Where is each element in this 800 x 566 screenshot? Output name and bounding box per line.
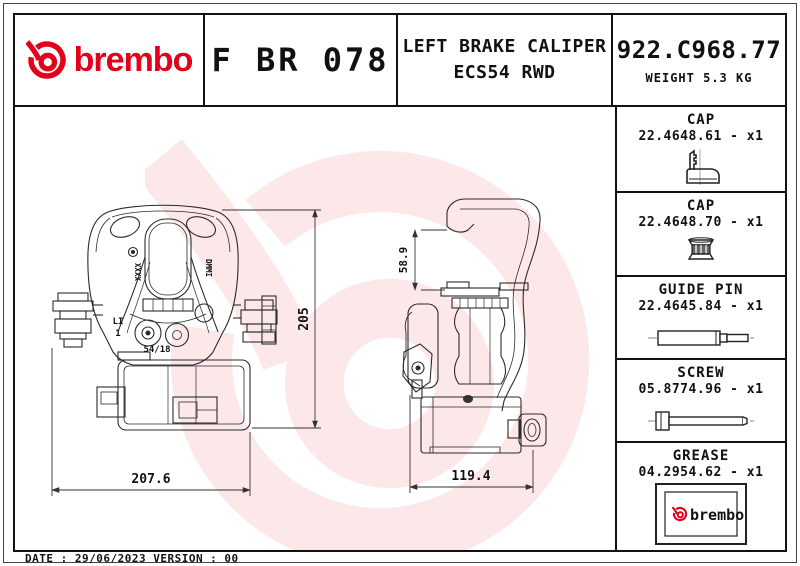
- part-code: F BR 078: [211, 41, 390, 79]
- pad-code-label: 54/18: [143, 345, 170, 355]
- part-row-guide-pin: GUIDE PIN 22.4645.84 - x1: [617, 277, 785, 360]
- grease-brand-wordmark: brembo: [690, 506, 744, 524]
- casting-code-left: XXXX: [134, 262, 143, 281]
- cap-plug-icon: [687, 237, 715, 260]
- part-code-cell: F BR 078: [205, 15, 398, 105]
- front-width-dimension: [51, 348, 251, 496]
- product-title-line1: LEFT BRAKE CALIPER: [402, 35, 607, 57]
- dim-front-width: 207.6: [131, 472, 170, 487]
- dim-side-top: 58.9: [397, 247, 410, 274]
- part-name: GUIDE PIN: [658, 281, 744, 298]
- front-height-dimension: [222, 209, 321, 429]
- product-title-line2: ECS54 RWD: [453, 62, 556, 83]
- parts-list: CAP 22.4648.61 - x1 CAP 22.4648.70 - x1: [615, 107, 785, 550]
- brand-wordmark: brembo: [73, 40, 194, 79]
- dim-side-width: 119.4: [451, 469, 490, 484]
- part-number-qty: 04.2954.62 - x1: [638, 465, 764, 480]
- grease-brembo-logo-icon: brembo: [672, 506, 744, 524]
- part-row-screw: SCREW 05.8774.96 - x1: [617, 360, 785, 443]
- part-name: CAP: [686, 112, 716, 128]
- bleed-label: LI: [113, 317, 124, 327]
- part-number: 922.C968.77: [616, 35, 782, 64]
- part-row-cap-2: CAP 22.4648.70 - x1: [617, 193, 785, 277]
- brand-cell: brembo: [15, 15, 205, 105]
- part-name: CAP: [686, 197, 716, 214]
- product-title-cell: LEFT BRAKE CALIPER ECS54 RWD: [398, 15, 613, 105]
- part-number-qty: 05.8774.96 - x1: [638, 381, 764, 397]
- part-number-qty: 22.4645.84 - x1: [638, 298, 764, 314]
- part-number-qty: 22.4648.70 - x1: [638, 214, 764, 230]
- caliper-side-view: [402, 198, 547, 454]
- part-name: GREASE: [672, 448, 730, 464]
- screw-icon: [648, 411, 754, 431]
- part-number-cell: 922.C968.77 WEIGHT 5.3 KG: [613, 15, 785, 105]
- bleed-label-number: 1: [115, 329, 120, 339]
- part-row-grease: GREASE 04.2954.62 - x1 brembo: [617, 443, 785, 550]
- grease-packet-icon: brembo: [655, 483, 747, 545]
- part-name: SCREW: [677, 364, 725, 381]
- casting-code-right: DMMI: [204, 259, 213, 277]
- side-top-dimension: [412, 229, 447, 291]
- part-row-cap-1: CAP 22.4648.61 - x1: [617, 107, 785, 193]
- weight-label: WEIGHT 5.3 KG: [645, 70, 753, 85]
- technical-drawing: LI 1 XXXX DMMI 54/18 205 207.6: [51, 107, 615, 550]
- cap-profile-icon: [686, 149, 720, 185]
- outer-border: [3, 3, 797, 563]
- title-block: brembo F BR 078 LEFT BRAKE CALIPER ECS54…: [15, 15, 785, 107]
- caliper-front-view: [52, 204, 278, 431]
- guide-pin-icon: [648, 330, 754, 346]
- sheet-frame: brembo F BR 078 LEFT BRAKE CALIPER ECS54…: [13, 13, 787, 552]
- brembo-watermark-icon: [159, 158, 559, 539]
- brembo-logo-icon: [26, 39, 68, 81]
- footer-revision-line: DATE : 29/06/2023 VERSION : 00: [25, 552, 239, 565]
- dim-front-height: 205: [297, 307, 312, 330]
- part-number-qty: 22.4648.61 - x1: [638, 129, 764, 144]
- side-width-dimension: [409, 395, 534, 493]
